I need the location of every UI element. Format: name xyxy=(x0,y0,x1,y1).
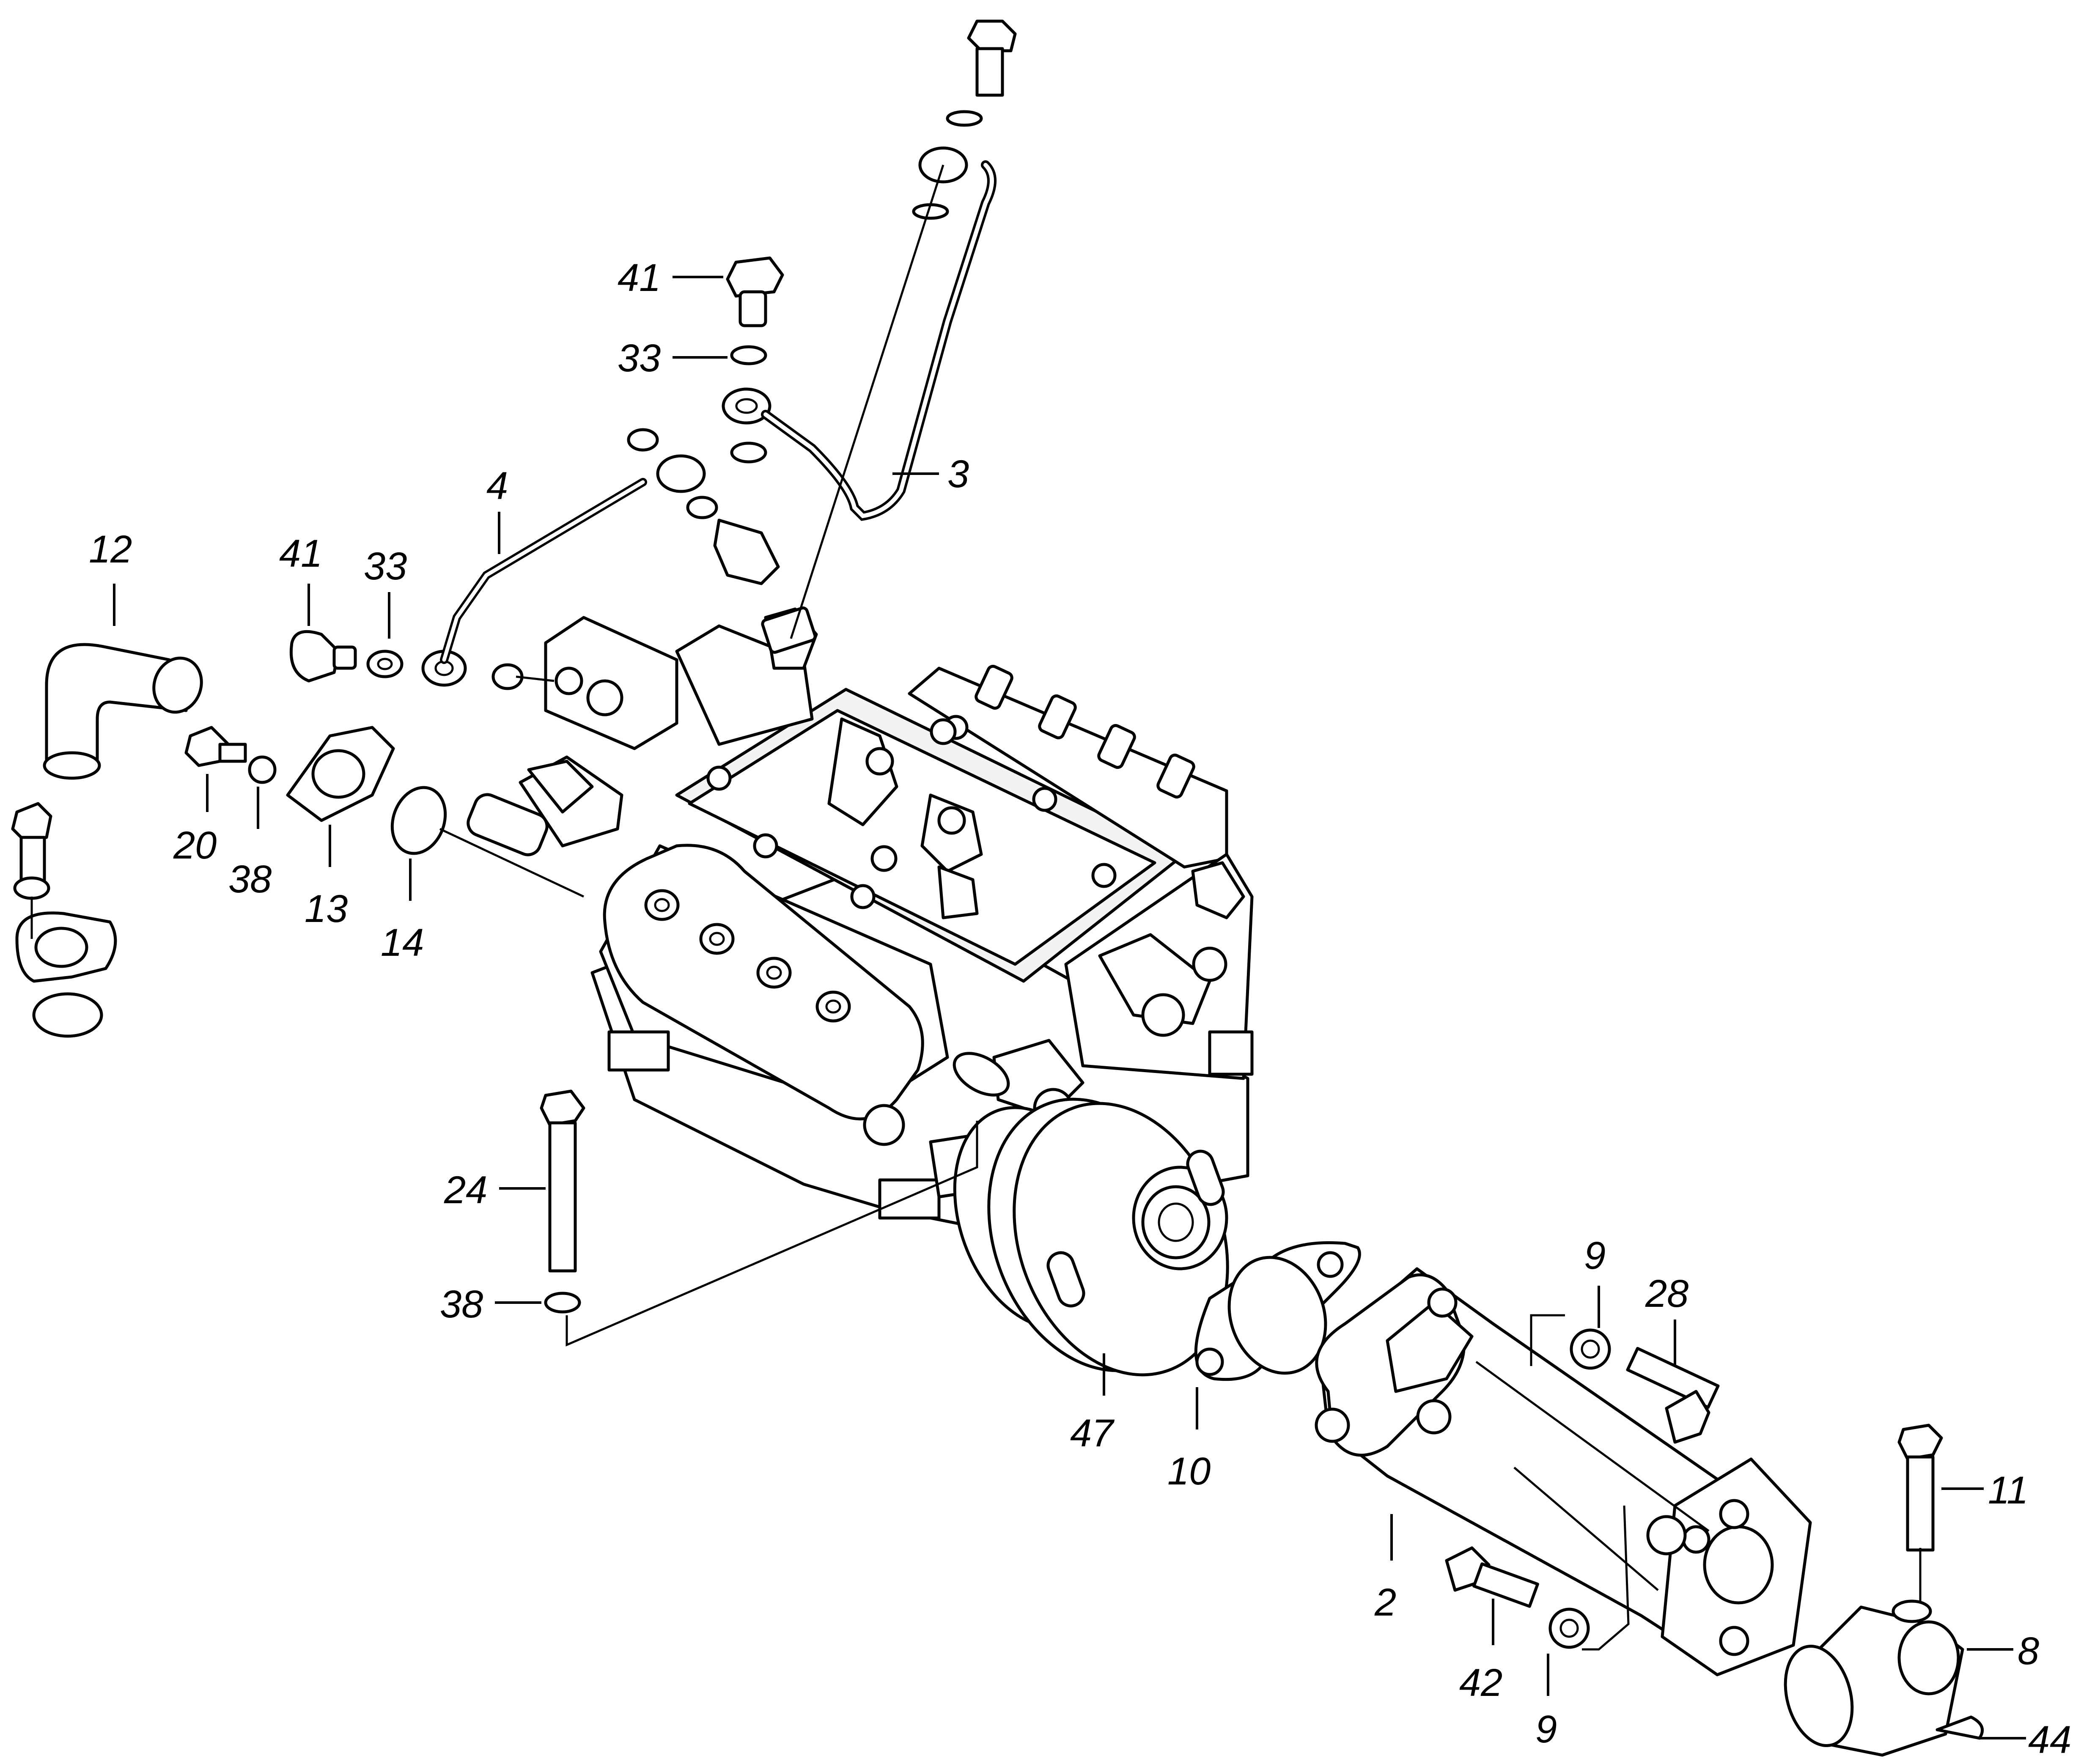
flange-gasket xyxy=(1194,1241,1361,1381)
callout-12: 12 xyxy=(89,528,132,571)
leader-lines xyxy=(30,165,2026,1739)
callout-38-bottom: 38 xyxy=(440,1283,483,1326)
coupling-hub xyxy=(1784,1599,1984,1757)
callout-41-top: 41 xyxy=(618,256,661,299)
fasteners xyxy=(11,19,1943,1649)
coupling-pulley xyxy=(953,1097,1229,1377)
callout-14: 14 xyxy=(381,921,424,964)
callout-labels: 41 33 3 4 12 41 33 20 38 13 14 24 38 47 … xyxy=(89,256,2071,1761)
callout-47: 47 xyxy=(1070,1412,1115,1455)
callout-10: 10 xyxy=(1167,1450,1211,1493)
callout-33-top: 33 xyxy=(618,337,661,380)
callout-2: 2 xyxy=(1374,1581,1396,1624)
drive-housing xyxy=(1315,1267,1812,1676)
callout-13: 13 xyxy=(305,887,348,930)
callout-42: 42 xyxy=(1459,1661,1502,1704)
callout-9-bottom: 9 xyxy=(1535,1708,1557,1751)
callout-9-top: 9 xyxy=(1584,1234,1606,1277)
callout-33-left: 33 xyxy=(364,545,407,588)
callout-24: 24 xyxy=(444,1169,487,1212)
fuel-lines xyxy=(440,146,997,664)
callout-44: 44 xyxy=(2028,1718,2071,1761)
callout-41-left: 41 xyxy=(279,532,322,575)
callout-11: 11 xyxy=(1988,1469,2029,1512)
callout-28: 28 xyxy=(1645,1272,1688,1315)
callout-4: 4 xyxy=(486,464,508,508)
callout-20: 20 xyxy=(173,824,217,867)
callout-38-left: 38 xyxy=(228,858,272,901)
callout-8: 8 xyxy=(2018,1630,2039,1673)
callout-3: 3 xyxy=(947,453,969,496)
